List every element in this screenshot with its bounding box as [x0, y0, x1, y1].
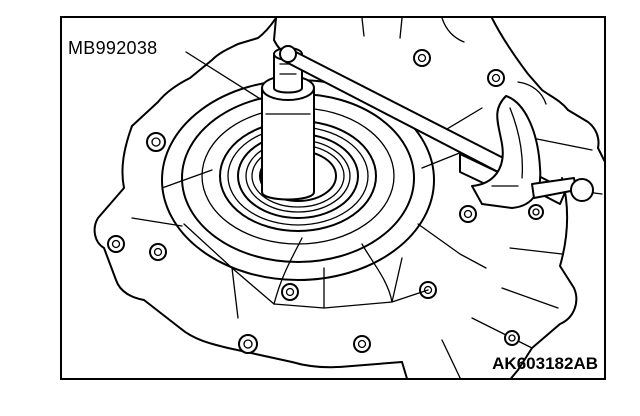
tool-number-label: MB992038	[68, 38, 158, 58]
leader-line	[185, 51, 263, 101]
figure-code: AK603182AB	[492, 354, 598, 373]
bolt-holes	[107, 49, 544, 354]
transmission-case-illustration	[93, 18, 604, 378]
figure-frame: MB992038 AK603182AB	[60, 16, 606, 380]
special-tool-mb992038	[261, 45, 594, 209]
